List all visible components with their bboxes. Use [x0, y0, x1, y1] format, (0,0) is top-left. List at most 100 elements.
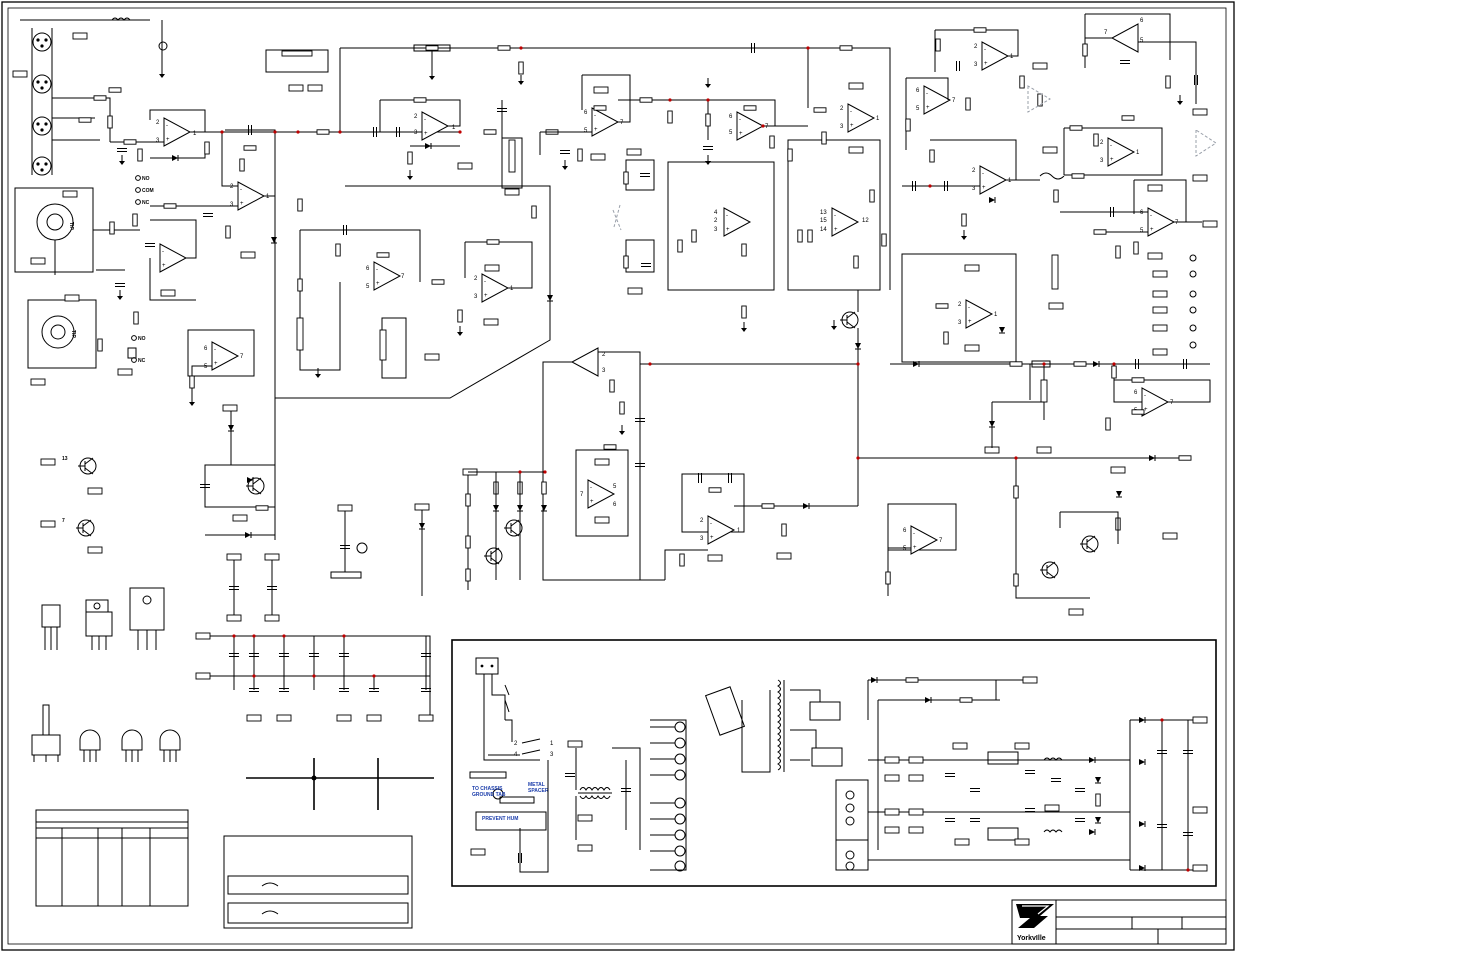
svg-text:6: 6 — [613, 502, 617, 508]
svg-text:1: 1 — [1008, 178, 1012, 184]
svg-text:1: 1 — [994, 312, 998, 318]
svg-text:5: 5 — [729, 130, 733, 136]
opamp-eq-return: 2 3 1 — [275, 185, 554, 399]
inner-border — [7, 7, 1227, 945]
transistor-pair-center — [462, 468, 548, 590]
note-ground-tab: GROUND TAB — [472, 792, 506, 798]
opamp-preamp: 231 — [379, 97, 497, 181]
svg-text:1: 1 — [452, 125, 456, 131]
secondary-terminals — [650, 719, 687, 872]
svg-text:1: 1 — [193, 131, 197, 137]
opamp-center-unused: 756 — [575, 449, 629, 537]
svg-text:5: 5 — [204, 364, 208, 370]
svg-text:2: 2 — [1100, 140, 1104, 146]
note-prevent-hum: PREVENT HUM — [482, 816, 518, 822]
logo-text: YorkvIlle — [1017, 935, 1046, 942]
svg-text:2: 2 — [474, 276, 478, 282]
svg-text:5: 5 — [903, 546, 907, 552]
svg-text:13: 13 — [62, 456, 68, 462]
svg-text:3: 3 — [474, 294, 478, 300]
phone-jack-upper: TIP — [14, 187, 140, 275]
opamp-unused-left: 657 — [187, 329, 255, 407]
svg-text:3: 3 — [230, 202, 234, 208]
transistor-pair-right — [1013, 458, 1178, 616]
opamp-mid-stage: 657 — [710, 99, 808, 149]
svg-text:3: 3 — [1100, 158, 1104, 164]
svg-text:13: 13 — [820, 210, 827, 216]
ghost-triangle-1 — [1027, 85, 1051, 113]
svg-text:7: 7 — [1170, 400, 1174, 406]
svg-text:7: 7 — [580, 492, 584, 498]
svg-text:2: 2 — [230, 184, 234, 190]
svg-text:7: 7 — [952, 98, 956, 104]
svg-text:3: 3 — [972, 186, 976, 192]
svg-text:12: 12 — [862, 218, 869, 224]
aux-transformer — [704, 679, 843, 773]
opamp-right-top-c: 7 6 5 — [1082, 13, 1198, 106]
rectifier-and-regulators — [835, 676, 1208, 872]
svg-text:1: 1 — [1136, 150, 1140, 156]
svg-text:2: 2 — [972, 168, 976, 174]
svg-text:3: 3 — [550, 752, 554, 758]
switch-a-com-label: COM — [142, 188, 154, 194]
svg-text:3: 3 — [714, 227, 718, 233]
package-to92-row — [79, 729, 181, 762]
opamp-right-limiter: 231 — [901, 253, 1017, 363]
package-to3p — [129, 587, 165, 650]
svg-text:15: 15 — [820, 218, 827, 224]
svg-text:6: 6 — [916, 88, 920, 94]
package-to220 — [85, 599, 113, 650]
svg-text:3: 3 — [414, 130, 418, 136]
switch-a-nc-label: NC — [142, 200, 150, 206]
svg-text:TIP: TIP — [70, 330, 76, 338]
svg-text:1: 1 — [876, 116, 880, 122]
svg-text:6: 6 — [584, 110, 588, 116]
svg-text:2: 2 — [602, 352, 606, 358]
svg-text:3: 3 — [974, 62, 978, 68]
svg-text:6: 6 — [1140, 18, 1144, 24]
sheet-border — [1, 1, 1235, 951]
svg-text:3: 3 — [700, 536, 704, 542]
svg-text:7: 7 — [401, 274, 405, 280]
transistor-pinout-1: 13 — [40, 456, 103, 495]
switch-b: NO NC — [117, 311, 146, 376]
svg-text:5: 5 — [916, 106, 920, 112]
svg-text:6: 6 — [1140, 210, 1144, 216]
svg-text:2: 2 — [958, 302, 962, 308]
svg-text:1: 1 — [510, 286, 514, 292]
svg-text:5: 5 — [366, 284, 370, 290]
revision-table — [35, 809, 189, 907]
svg-text:6: 6 — [903, 528, 907, 534]
level-pot — [265, 49, 329, 92]
switch-a: NO COM NC — [109, 175, 154, 235]
phone-jack-lower: TIP — [27, 269, 125, 386]
wire-crossing-legend — [246, 758, 434, 810]
transistor-pinout-2: 7 — [40, 518, 103, 554]
svg-text:1: 1 — [550, 741, 554, 747]
opamp-quad-a: 4 2 3 — [667, 161, 775, 333]
opamp-right-top-d: 2 3 1 — [1042, 108, 1217, 182]
svg-text:6: 6 — [1134, 390, 1138, 396]
svg-text:2: 2 — [840, 106, 844, 112]
svg-text:7: 7 — [1104, 30, 1108, 36]
note-to-chassis: TO CHASSIS — [472, 786, 503, 792]
svg-text:TIP: TIP — [68, 222, 74, 230]
svg-text:4: 4 — [514, 752, 518, 758]
svg-text:14: 14 — [820, 227, 827, 233]
opamp-mixer-out: 231 — [664, 472, 858, 580]
svg-text:1: 1 — [1010, 54, 1014, 60]
svg-text:7: 7 — [765, 124, 769, 130]
svg-text:2: 2 — [974, 44, 978, 50]
svg-text:7: 7 — [240, 354, 244, 360]
package-to92-1 — [41, 604, 61, 650]
package-pot — [31, 704, 61, 762]
svg-text:2: 2 — [714, 218, 718, 224]
tone-pot — [457, 100, 523, 196]
svg-text:3: 3 — [156, 138, 160, 144]
svg-text:2: 2 — [156, 120, 160, 126]
svg-text:4: 4 — [714, 210, 718, 216]
svg-text:5: 5 — [1140, 38, 1144, 44]
opamp-tone-stage: 657 — [539, 74, 631, 171]
switch-a-no-label: NO — [142, 176, 150, 182]
